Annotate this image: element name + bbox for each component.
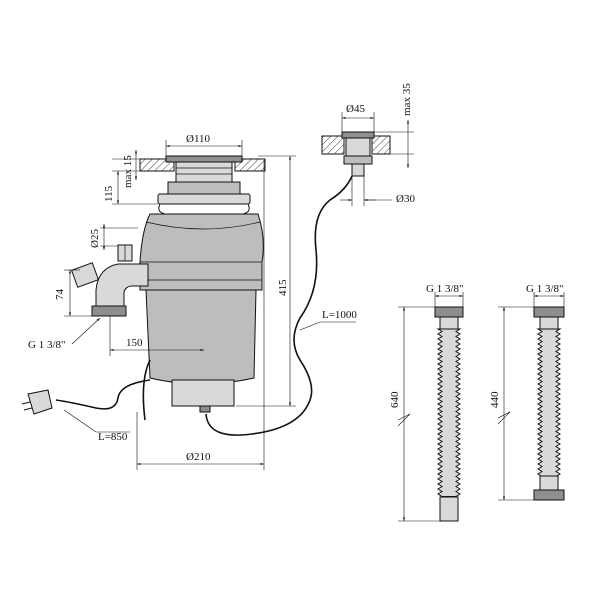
dimensions: Ø110 max 15 115 Ø25 74 G 1 3/8" 150 L=85… xyxy=(28,83,565,522)
outlet-pipe-stub xyxy=(70,262,100,288)
hose-440-corrugation xyxy=(536,328,562,477)
label-max35: max 35 xyxy=(401,83,413,116)
label-g138-mid: G 1 3/8" xyxy=(426,283,464,295)
label-dia110: Ø110 xyxy=(186,133,211,145)
power-cord xyxy=(55,379,151,410)
outlet-nut xyxy=(91,305,127,317)
mount-ring xyxy=(167,181,241,195)
label-l850: L=850 xyxy=(98,431,128,443)
label-115: 115 xyxy=(103,185,115,202)
switch-stem xyxy=(351,163,365,177)
label-max15: max 15 xyxy=(122,155,134,188)
label-440: 440 xyxy=(489,391,501,408)
hose-440-nut-bottom xyxy=(533,489,565,501)
power-switch xyxy=(199,405,211,413)
label-640: 640 xyxy=(389,391,401,408)
label-dia25: Ø25 xyxy=(89,229,101,248)
label-150: 150 xyxy=(126,337,143,349)
countertop-switch-left xyxy=(321,135,345,155)
mount-lugs xyxy=(158,203,250,215)
plug xyxy=(27,389,53,415)
motor-housing xyxy=(145,289,257,385)
air-switch xyxy=(321,131,391,177)
label-dia30: Ø30 xyxy=(396,193,415,205)
hose-640 xyxy=(434,306,464,522)
hose-440 xyxy=(533,306,565,501)
mount-clamp xyxy=(157,193,251,205)
switch-nut xyxy=(343,155,373,165)
outlet-elbow xyxy=(95,263,149,307)
label-l1000: L=1000 xyxy=(322,309,357,321)
label-dia210: Ø210 xyxy=(186,451,211,463)
hose-640-corrugation xyxy=(436,328,462,497)
countertop-switch-right xyxy=(371,135,391,155)
hose-440-nut-top xyxy=(533,306,565,318)
motor-base xyxy=(171,379,235,407)
label-415: 415 xyxy=(277,279,289,296)
label-g138-right: G 1 3/8" xyxy=(526,283,564,295)
grinder-unit xyxy=(21,155,353,436)
label-g138-left: G 1 3/8" xyxy=(28,339,66,351)
air-hose xyxy=(205,175,353,436)
hose-640-nut xyxy=(434,306,464,318)
sink-flange xyxy=(165,155,243,163)
flange-neck xyxy=(175,161,233,183)
switch-cap xyxy=(341,131,375,139)
upper-housing xyxy=(139,213,264,291)
label-74: 74 xyxy=(54,289,66,301)
label-dia45: Ø45 xyxy=(346,103,365,115)
